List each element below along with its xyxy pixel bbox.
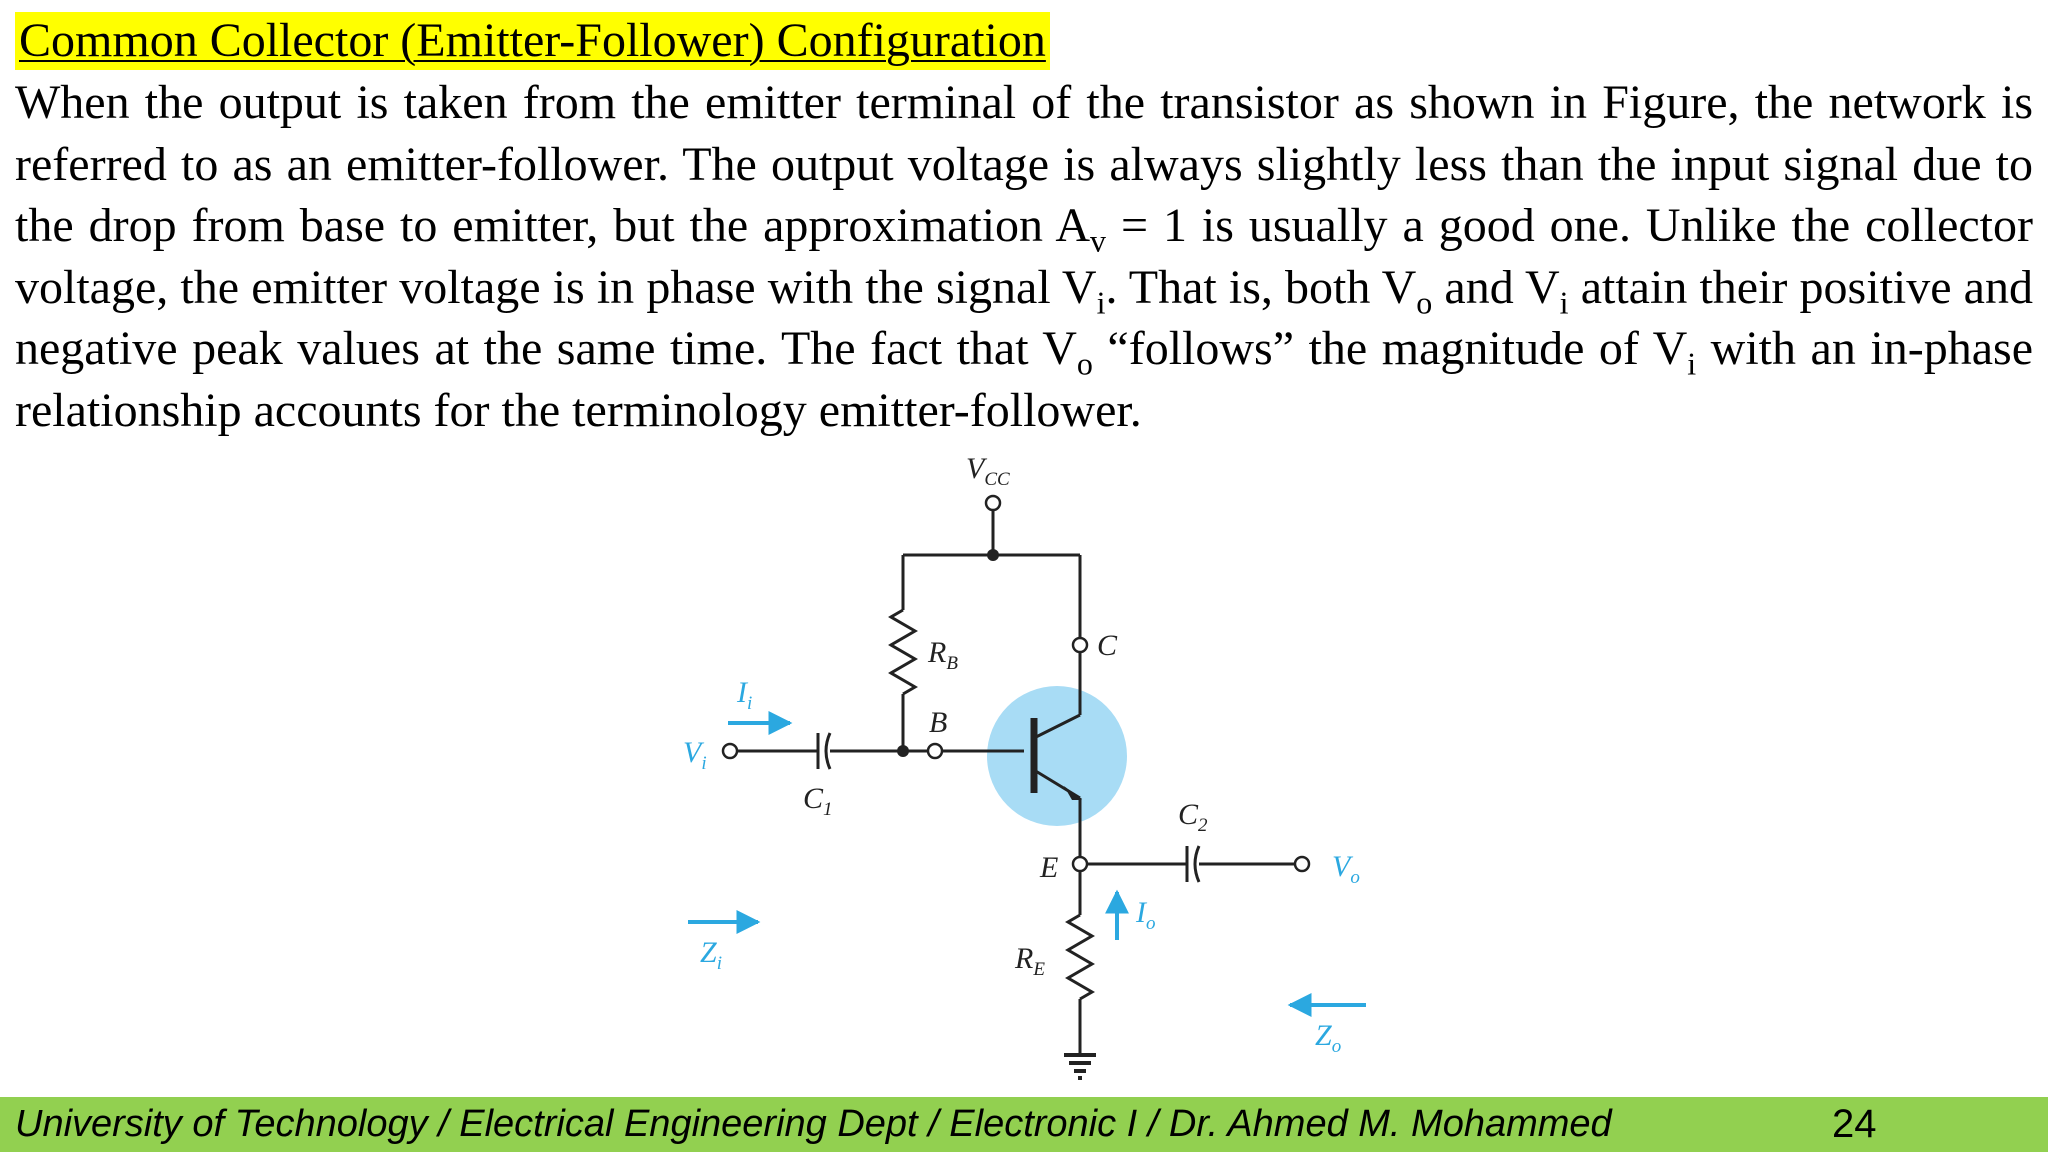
- para-text: . That is, both V: [1105, 260, 1417, 314]
- emitter-arrow: [1064, 786, 1082, 800]
- b-terminal: [926, 742, 944, 760]
- body-paragraph: When the output is taken from the emitte…: [15, 72, 2033, 441]
- vcc-terminal: [984, 494, 1002, 512]
- vi-terminal: [721, 742, 739, 760]
- c1-plate-right: [824, 732, 832, 770]
- para-text: When the output is taken from the emitte…: [15, 76, 2033, 252]
- re-resistor: [1065, 913, 1095, 1001]
- para-text: and V: [1432, 260, 1560, 314]
- para-sub: o: [1416, 284, 1433, 321]
- collector-lead: [1033, 713, 1081, 740]
- io-label: Io: [1135, 896, 1156, 934]
- para-sub: i: [1559, 284, 1569, 321]
- slide-title: Common Collector (Emitter-Follower) Conf…: [15, 12, 1050, 70]
- e-label: E: [1039, 851, 1058, 884]
- zo-label: Zo: [1315, 1019, 1341, 1057]
- zi-label: Zi: [700, 936, 722, 974]
- rb-label: RB: [927, 636, 958, 674]
- vo-label: Vo: [1332, 850, 1360, 888]
- vcc-label: VCC: [966, 452, 1010, 490]
- c1-label: C1: [803, 782, 833, 820]
- para-sub: v: [1090, 222, 1107, 259]
- vi-label: Vi: [683, 736, 707, 774]
- transistor-highlight: [987, 686, 1127, 826]
- para-sub: i: [1687, 345, 1697, 382]
- c2-label: C2: [1178, 798, 1208, 836]
- re-label: RE: [1014, 942, 1045, 980]
- vo-terminal: [1293, 855, 1311, 873]
- ground-icon: [1064, 1053, 1096, 1080]
- para-sub: i: [1096, 284, 1106, 321]
- c-terminal: [1071, 636, 1089, 654]
- c2-plate-right: [1193, 845, 1201, 883]
- footer-bar: University of Technology / Electrical En…: [0, 1097, 2048, 1152]
- e-terminal: [1071, 855, 1089, 873]
- junction-dot: [897, 745, 909, 757]
- para-sub: o: [1076, 345, 1093, 382]
- para-text: = 1 is usually a good one. Unlike the co…: [15, 199, 2034, 314]
- junction-dot: [987, 549, 999, 561]
- para-text: with an in-phase relationship accounts f…: [15, 322, 2033, 437]
- ii-label: Ii: [736, 676, 752, 714]
- para-text: attain their positive and negative peak …: [15, 260, 2033, 376]
- c-label: C: [1097, 629, 1118, 662]
- page-number: 24: [1832, 1102, 1877, 1146]
- rb-resistor: [888, 608, 918, 696]
- b-label: B: [929, 706, 947, 739]
- emitter-follower-circuit: VCC RB C B E C1 C2 RE Ii Io Vi Vo Zi Zo: [683, 452, 1366, 1080]
- para-text: “follows” the magnitude of V: [1092, 322, 1688, 375]
- footer-credits: University of Technology / Electrical En…: [15, 1103, 1612, 1145]
